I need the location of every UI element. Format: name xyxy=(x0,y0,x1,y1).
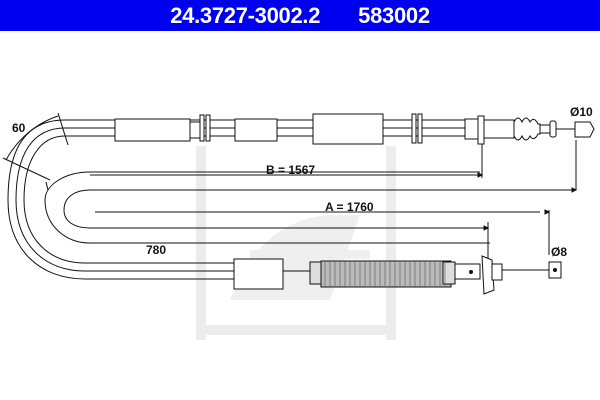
part-number: 24.3727-3002.2 xyxy=(170,2,321,28)
angle-label: 60 xyxy=(12,121,26,135)
lower-cable xyxy=(233,255,562,295)
inner-length-label: 780 xyxy=(146,243,166,257)
upper-sleeves xyxy=(114,113,515,145)
bellows-ribs xyxy=(324,261,446,287)
angle-indicator xyxy=(2,112,69,191)
reference-number: 583002 xyxy=(358,2,430,28)
dimension-a xyxy=(483,209,551,262)
dimension-b xyxy=(90,140,578,193)
top-end-bellows xyxy=(513,117,595,141)
length-a-label: A = 1760 xyxy=(325,200,374,214)
title-bar: 24.3727-3002.2 583002 xyxy=(0,0,600,31)
length-b-label: B = 1567 xyxy=(266,163,315,177)
diameter-top-label: Ø10 xyxy=(570,105,593,119)
diameter-bottom-label: Ø8 xyxy=(551,245,567,259)
